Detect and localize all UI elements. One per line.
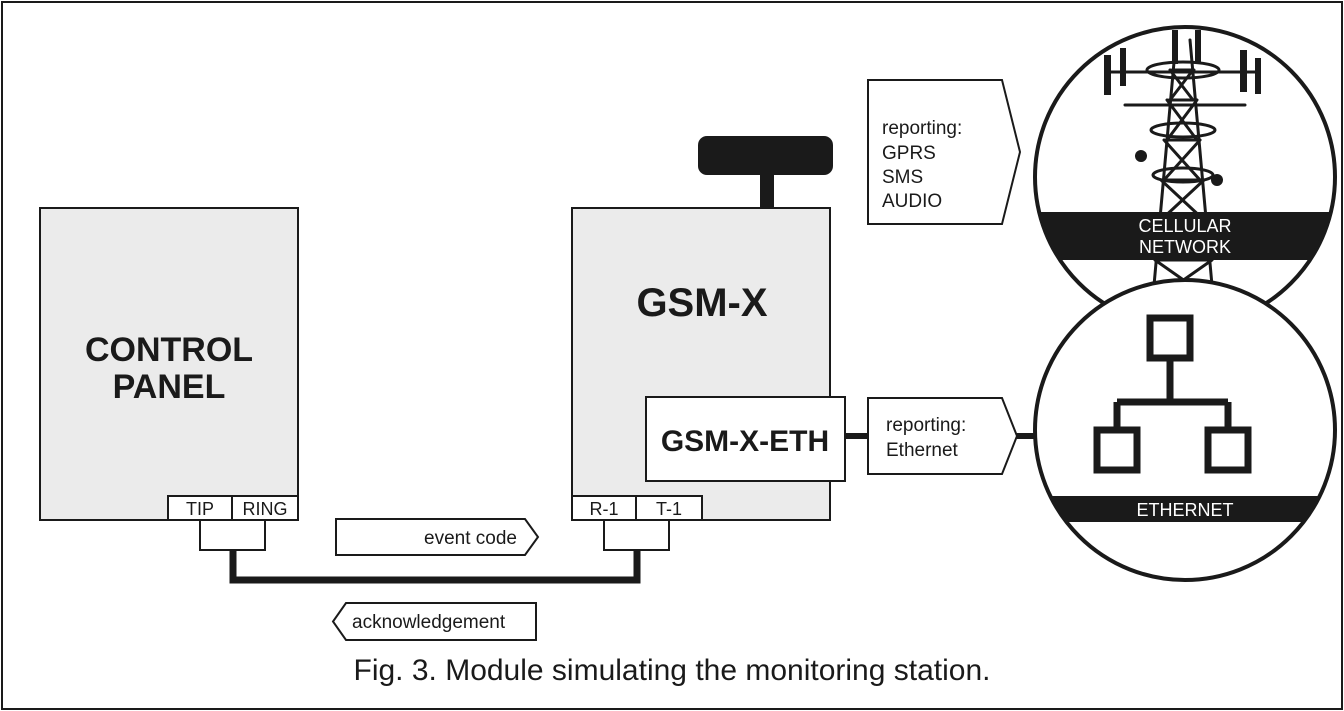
control-panel-box	[39, 207, 299, 521]
terminal-tip-label: TIP	[186, 499, 214, 519]
ethernet-network-ring	[1033, 278, 1337, 582]
event-code-arrow: event code	[335, 518, 540, 556]
eth-module-label: GSM-X-ETH	[661, 425, 829, 458]
reporting-cellular-shape	[867, 79, 1022, 225]
cell-tower-panels	[1104, 30, 1261, 186]
network-topology-icon	[1093, 314, 1252, 474]
reporting-cellular-line1: reporting:	[882, 118, 962, 139]
cellular-network-node: CELLULAR NETWORK	[1033, 25, 1337, 329]
ethernet-label-bar	[1035, 496, 1335, 522]
acknowledgement-label: acknowledgement	[352, 612, 506, 633]
acknowledgement-arrow-shape	[331, 602, 537, 641]
figure-caption: Fig. 3. Module simulating the monitoring…	[354, 654, 991, 687]
terminal-r1-label: R-1	[589, 499, 618, 519]
control-panel-title-line2: PANEL	[113, 368, 226, 406]
terminal-ring-label: RING	[243, 499, 288, 519]
gsm-module-title: GSM-X	[636, 281, 767, 325]
gsm-module: GSM-X GSM-X-ETH R-1 T-1	[571, 136, 846, 521]
control-panel: CONTROL PANEL TIP RING	[39, 207, 299, 521]
reporting-cellular-line3: SMS	[882, 167, 923, 188]
reporting-ethernet-line1: reporting:	[886, 415, 966, 436]
reporting-cellular-line2: GPRS	[882, 143, 936, 164]
cellular-label-bar	[1035, 212, 1335, 260]
telephone-wiring	[199, 520, 670, 584]
cellular-label-line1: CELLULAR	[1138, 216, 1231, 236]
acknowledgement-arrow: acknowledgement	[331, 602, 537, 641]
reporting-ethernet-shape	[867, 397, 1019, 475]
reporting-cellular-callout: reporting: GPRS SMS AUDIO	[867, 79, 1022, 225]
cellular-label-line2: NETWORK	[1139, 237, 1231, 257]
event-code-arrow-shape	[335, 518, 540, 556]
event-code-label: event code	[424, 528, 517, 549]
reporting-ethernet-line2: Ethernet	[886, 440, 959, 461]
terminal-ring-box	[231, 495, 299, 521]
telephone-line	[229, 550, 641, 584]
antenna-icon	[698, 136, 833, 175]
antenna-mast	[760, 170, 774, 210]
terminal-t1-box	[635, 495, 703, 521]
ethernet-label: ETHERNET	[1136, 500, 1233, 520]
reporting-cellular-line4: AUDIO	[882, 191, 942, 212]
terminal-t1-label: T-1	[656, 499, 682, 519]
control-panel-title-line1: CONTROL	[85, 331, 253, 369]
reporting-ethernet-callout: reporting: Ethernet	[867, 397, 1019, 475]
eth-module-box	[645, 396, 846, 482]
ethernet-network-node: ETHERNET	[1033, 278, 1337, 582]
